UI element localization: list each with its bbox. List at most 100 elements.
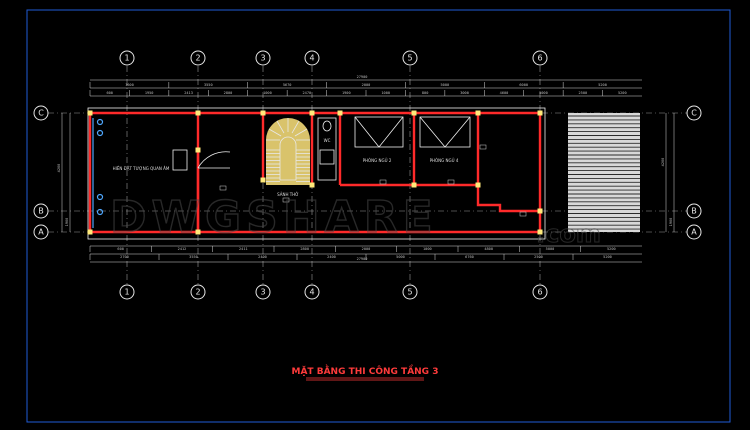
column-13 — [309, 182, 315, 188]
bubble-top-3 — [255, 50, 271, 66]
column-16 — [195, 147, 201, 153]
stair-radial-2 — [276, 120, 285, 134]
bedroom-bottom-wall — [340, 183, 540, 213]
door-arc-1 — [197, 151, 231, 169]
bubble-top-5 — [402, 50, 418, 66]
facade-windows — [92, 118, 104, 228]
column-4 — [411, 110, 417, 116]
roof-hatch — [568, 113, 640, 232]
top-seg-5: 6000 — [519, 83, 528, 87]
bubble-bottom-3 — [255, 284, 271, 300]
bubble-right-a-label: A — [691, 228, 697, 237]
bubble-left-c-label: C — [38, 109, 44, 118]
roof-lines — [568, 115, 640, 230]
shower-tray — [319, 149, 335, 165]
column-7 — [87, 110, 93, 116]
bubble-top-4-label: 4 — [309, 54, 314, 63]
top-sub-11: 5000 — [539, 91, 548, 95]
curved-stair — [266, 118, 310, 185]
column-6 — [537, 110, 543, 116]
bubble-bottom-6-label: 6 — [537, 288, 542, 297]
bubble-bottom-5-label: 5 — [407, 288, 412, 297]
bottom-sub-5: 1000 — [423, 247, 432, 251]
top-seg-1: 3550 — [204, 83, 213, 87]
door-tags — [219, 144, 527, 217]
top-axis-bubbles: 1 2 3 4 5 6 — [119, 50, 548, 66]
bottom-seg-2: 2400 — [258, 255, 267, 259]
side-dimensions: 4200 1900 4200 1900 — [57, 113, 675, 232]
bottom-seg-0: 2700 — [120, 255, 129, 259]
bubble-bottom-3-label: 3 — [260, 288, 265, 297]
top-sub-7: 1000 — [381, 91, 390, 95]
bubble-top-4 — [304, 50, 320, 66]
window-marker-4 — [96, 208, 104, 216]
stair-hall-label: SẢNH THỞ — [277, 192, 299, 197]
column-15 — [475, 182, 481, 188]
stair-radial-4 — [291, 120, 300, 134]
bottom-sub-4: 2000 — [362, 247, 371, 251]
top-sub-3: 2800 — [224, 91, 233, 95]
top-seg-6: 5200 — [598, 83, 607, 87]
dim-overall-bottom: 27900 — [357, 257, 368, 261]
tag-5 — [519, 211, 527, 217]
bubble-bottom-5 — [402, 284, 418, 300]
bottom-sub-3: 2800 — [300, 247, 309, 251]
tag-1 — [219, 185, 227, 191]
bubble-right-b — [686, 203, 702, 219]
bubble-top-6 — [532, 50, 548, 66]
stair-treads — [266, 118, 310, 182]
bedroom-2-label: PHÒNG NGỦ 2 — [363, 158, 392, 163]
top-sub-5: 2470 — [303, 91, 312, 95]
column-11 — [537, 208, 543, 214]
stair-radial-5 — [294, 128, 308, 137]
bottom-seg-5: 6760 — [465, 255, 474, 259]
bubble-left-a-label: A — [38, 228, 44, 237]
watermark-text: DWGSHARE — [110, 192, 438, 243]
bedroom-furniture — [172, 116, 471, 171]
bubble-bottom-4-label: 4 — [309, 288, 314, 297]
top-seg-2: 5670 — [283, 83, 292, 87]
bed-1-x2 — [378, 116, 404, 148]
bottom-sub-6: 4800 — [484, 247, 493, 251]
bed-2-x2 — [444, 116, 471, 148]
column-14 — [411, 182, 417, 188]
bottom-axis-bubbles: 1 2 3 4 5 6 — [119, 284, 548, 300]
tag-6 — [479, 144, 487, 150]
bed-2 — [419, 116, 471, 148]
top-sub-13: 5200 — [618, 91, 627, 95]
tag-2 — [282, 197, 290, 203]
bubble-left-b-label: B — [38, 207, 44, 216]
stair-inner — [279, 136, 297, 181]
top-sub-10: 4600 — [500, 91, 509, 95]
bottom-sub-2: 2411 — [239, 247, 248, 251]
dim-left-1: 4200 — [57, 164, 61, 173]
desk-icon — [172, 149, 188, 171]
right-axis-bubbles: C B A — [686, 105, 702, 240]
bottom-seg-6: 2500 — [534, 255, 543, 259]
bubble-bottom-4 — [304, 284, 320, 300]
bed-1 — [354, 116, 404, 148]
bubble-top-5-label: 5 — [407, 54, 412, 63]
bubble-bottom-1 — [119, 284, 135, 300]
column-10 — [537, 229, 543, 235]
bedroom-wall-outer — [198, 111, 542, 234]
bubble-left-c — [33, 105, 49, 121]
dim-left-2: 1900 — [65, 218, 69, 227]
bedroom-4-label: PHÒNG NGỦ 4 — [430, 158, 459, 163]
bubble-right-c-label: C — [691, 109, 697, 118]
bubble-top-3-label: 3 — [260, 54, 265, 63]
dim-overall-top: 27900 — [357, 75, 368, 79]
drawing-frame — [26, 9, 731, 423]
bottom-sub-0: 600 — [117, 247, 124, 251]
watermark: DWGSHARE .com — [109, 191, 601, 248]
watermark-suffix: .com — [536, 220, 601, 248]
column-3 — [337, 110, 343, 116]
balcony-outline — [87, 107, 546, 240]
bubble-right-a — [686, 224, 702, 240]
top-sub-12: 2500 — [579, 91, 588, 95]
